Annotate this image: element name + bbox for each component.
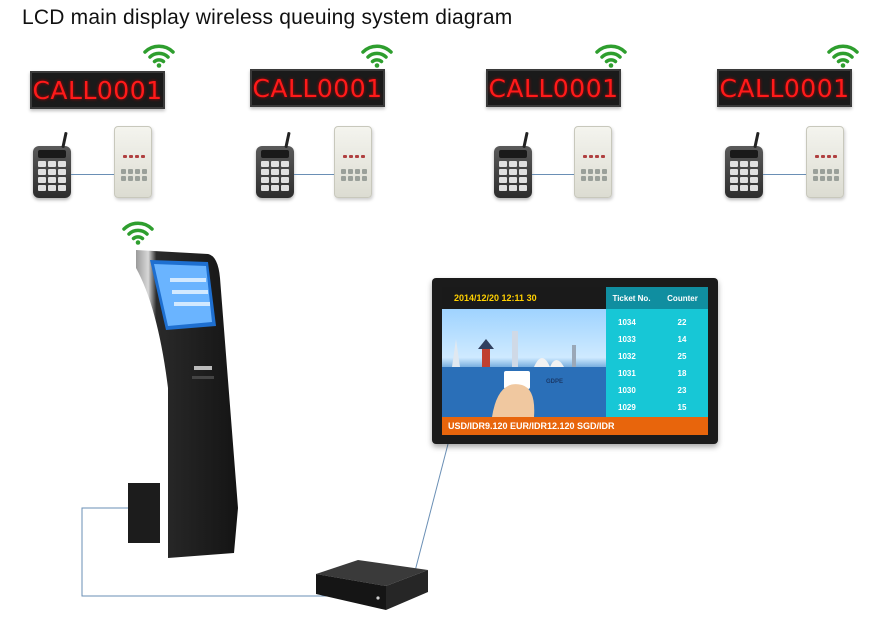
- wifi-icon: [827, 44, 859, 68]
- exchange-rate-ticker: USD/IDR9.120 EUR/IDR12.120 SGD/IDR: [442, 417, 708, 435]
- connector-line: [294, 174, 334, 175]
- diagram-title: LCD main display wireless queuing system…: [22, 6, 513, 29]
- wall-caller-icon: [806, 126, 844, 198]
- connector-line: [532, 174, 574, 175]
- ticket-column-header: Ticket No.: [612, 293, 651, 303]
- wifi-icon: [361, 44, 393, 68]
- led-display-1: CALL0001: [30, 71, 165, 109]
- keypad-icon: [256, 131, 294, 198]
- wall-caller-icon: [334, 126, 372, 198]
- keypad-icon: [725, 131, 763, 198]
- svg-text:GDPE: GDPE: [546, 379, 563, 385]
- connector-line: [71, 174, 114, 175]
- led-display-3: CALL0001: [486, 69, 621, 107]
- keypad-icon: [33, 131, 71, 198]
- monitor-datetime: 2014/12/20 12:11 30: [442, 287, 606, 309]
- led-display-2: CALL0001: [250, 69, 385, 107]
- monitor-photo: GDPE: [442, 309, 606, 417]
- connector-line: [763, 174, 806, 175]
- wall-caller-icon: [114, 126, 152, 198]
- wifi-icon: [143, 44, 175, 68]
- led-display-4: CALL0001: [717, 69, 852, 107]
- keypad-icon: [494, 131, 532, 198]
- kiosk-icon: [128, 250, 238, 558]
- controller-box-icon: [316, 560, 428, 610]
- monitor-screen: 2014/12/20 12:11 30 GDPE Ticket No. Coun…: [442, 287, 708, 435]
- lcd-main-display: 2014/12/20 12:11 30 GDPE Ticket No. Coun…: [432, 278, 718, 444]
- counter-column-header: Counter: [667, 293, 698, 303]
- wifi-icon: [595, 44, 627, 68]
- wifi-icon: [122, 221, 154, 245]
- wall-caller-icon: [574, 126, 612, 198]
